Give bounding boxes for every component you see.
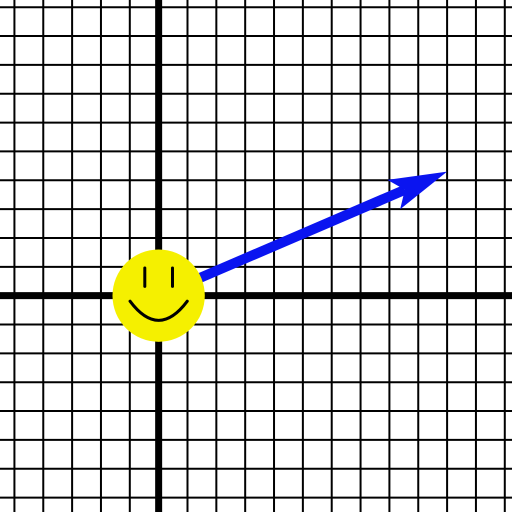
vector-arrow-head [387, 171, 448, 210]
smiley-face-circle [112, 249, 205, 342]
smiley-face-icon [112, 249, 205, 342]
smiley-mouth [128, 299, 189, 322]
